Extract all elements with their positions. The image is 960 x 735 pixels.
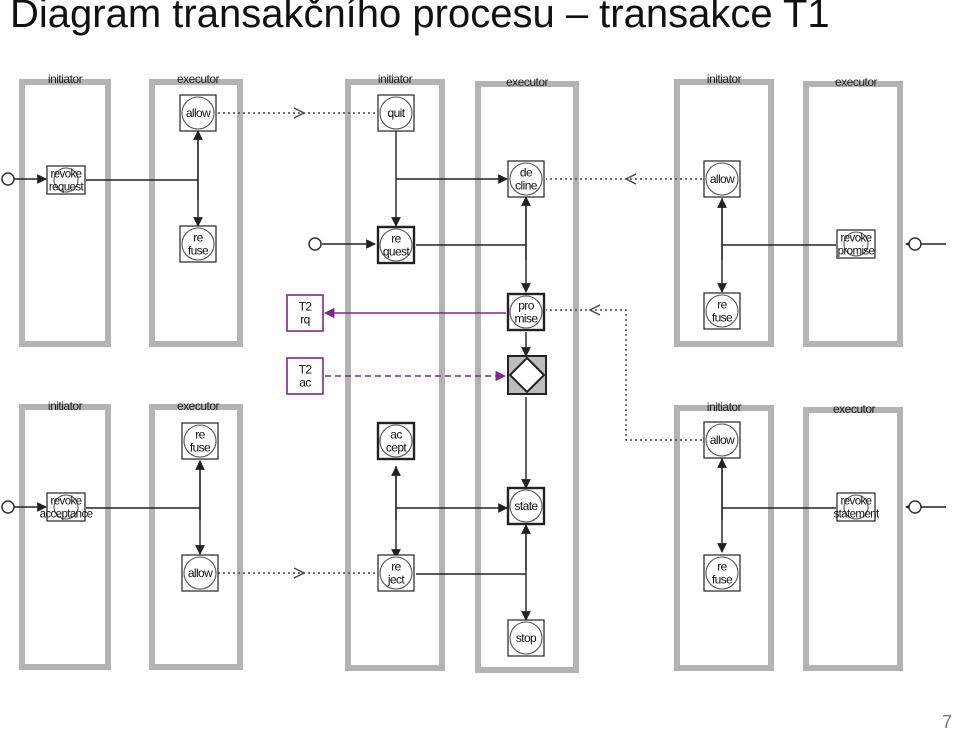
page-number: 7	[941, 712, 952, 732]
act-allow: allow	[703, 421, 741, 459]
lane-bl-initiator	[19, 404, 111, 670]
act-label-line: pro	[518, 299, 534, 313]
act-label-line: re	[391, 232, 401, 246]
start-dot	[908, 237, 922, 251]
lane-label-executor: executor	[177, 399, 220, 413]
act-label-line: cline	[515, 179, 538, 193]
act-label-line: re	[195, 428, 205, 442]
act-label-line: fuse	[712, 311, 733, 325]
act-label-line: acceptance	[40, 509, 93, 521]
t2-links	[323, 307, 507, 382]
execution-step	[507, 355, 547, 395]
slide-title: Diagram transakčního procesu – transakce…	[10, 0, 830, 36]
lane-bl-executor	[149, 404, 243, 670]
act-label-line: mise	[515, 312, 539, 326]
act-label-line: request	[49, 182, 85, 194]
initiator-dots	[1, 172, 922, 514]
act-allow: allow	[179, 94, 217, 132]
lane-labels: initiator executor initiator executor in…	[48, 72, 878, 416]
lane-br-initiator	[674, 405, 774, 671]
act-label-line: revoke	[841, 496, 872, 508]
act-label-line: quest	[383, 245, 411, 259]
start-dot	[308, 237, 322, 251]
start-dot	[1, 172, 15, 186]
lane-label-executor: executor	[835, 75, 878, 89]
act-label-line: state	[514, 499, 538, 513]
act-label-line: allow	[710, 433, 735, 447]
act-label-line: ac	[299, 376, 311, 390]
act-label-line: ac	[390, 428, 402, 442]
lane-label-initiator: initiator	[48, 399, 83, 413]
act-quit: quit	[377, 94, 415, 132]
lane-ti-executor	[149, 79, 243, 347]
lane-main-executor	[475, 81, 579, 673]
lane-tr-executor	[803, 81, 903, 347]
wait-links	[218, 112, 702, 574]
lane-label-initiator: initiator	[707, 72, 742, 86]
act-label-line: revoke	[841, 233, 872, 245]
lane-label-executor: executor	[833, 402, 876, 416]
act-label-line: T2	[299, 300, 313, 314]
act-label-line: quit	[388, 106, 406, 120]
act-label-line: ject	[387, 573, 406, 587]
act-label-line: allow	[710, 172, 735, 186]
act-allow: allow	[703, 160, 741, 198]
lane-label-initiator: initiator	[378, 72, 413, 86]
act-label-line: fuse	[190, 441, 211, 455]
lane-label-initiator: initiator	[48, 72, 83, 86]
act-label-line: T2	[299, 363, 313, 377]
lane-main-initiator	[345, 79, 445, 671]
act-label-line: rq	[300, 313, 309, 327]
act-state: state	[506, 486, 546, 526]
act-accept: accept	[376, 421, 416, 461]
act-label-line: cept	[386, 441, 408, 455]
act-request: request	[376, 225, 416, 265]
act-label-line: re	[391, 560, 401, 574]
connectors	[14, 130, 946, 621]
lane-label-executor: executor	[177, 72, 220, 86]
act-stop: stop	[507, 619, 545, 657]
lane-br-executor	[803, 407, 903, 671]
act-label-line: allow	[186, 106, 211, 120]
start-dot	[1, 500, 15, 514]
start-dot	[908, 500, 922, 514]
act-label-line: de	[520, 166, 533, 180]
swimlanes	[19, 79, 903, 673]
act-allow: allow	[181, 554, 219, 592]
act-label-line: fuse	[188, 244, 209, 258]
lane-label-executor: executor	[506, 75, 549, 89]
act-label-line: statement	[833, 509, 880, 521]
act-label-line: allow	[188, 566, 213, 580]
act-boxes: allowrevokerequestrefuserefuserevokeacce…	[40, 94, 881, 657]
act-label-line: stop	[516, 631, 537, 645]
act-label-line: re	[717, 298, 727, 312]
act-promise: promise	[506, 292, 546, 332]
lane-ti-initiator	[19, 79, 111, 347]
act-label-line: re	[717, 560, 727, 574]
wait-link-heads	[293, 107, 637, 579]
act-label-line: re	[193, 231, 203, 245]
lane-label-initiator: initiator	[707, 400, 742, 414]
act-label-line: promise	[838, 246, 875, 258]
act-label-line: revoke	[51, 169, 82, 181]
lane-tr-initiator	[674, 79, 774, 347]
act-label-line: fuse	[712, 573, 733, 587]
act-label-line: revoke	[51, 496, 82, 508]
